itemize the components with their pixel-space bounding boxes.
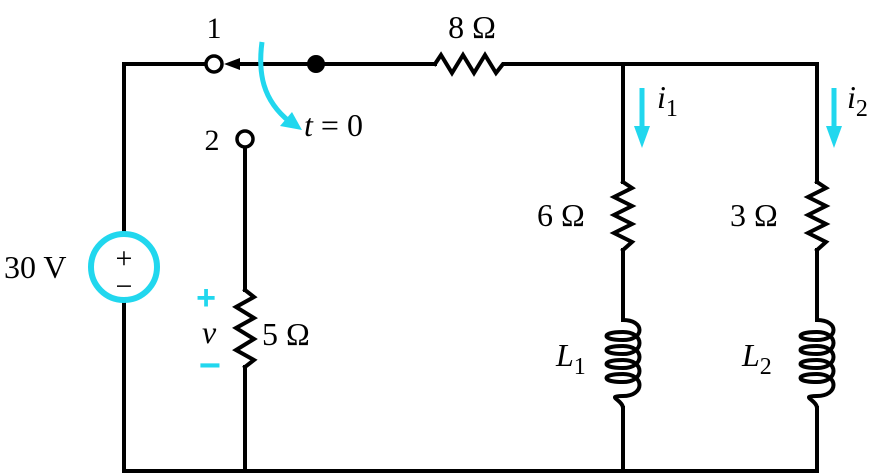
- i1-label: i1: [657, 79, 678, 122]
- resistor-5-ohm-label: 5 Ω: [262, 316, 310, 352]
- v-polarity: + −: [196, 279, 221, 387]
- switch-time-var: t: [304, 107, 314, 143]
- switch-position-2-label: 2: [205, 124, 220, 157]
- resistor-3-ohm: [803, 179, 831, 253]
- current-arrows: [634, 88, 842, 148]
- source-minus-sign: −: [116, 270, 133, 303]
- l1-var: L: [555, 337, 574, 373]
- wires: [122, 62, 819, 473]
- source-circle: [88, 231, 160, 303]
- v-minus-sign: −: [199, 345, 221, 387]
- resistor-8-ohm-label: 8 Ω: [448, 9, 496, 45]
- switch: [204, 41, 325, 149]
- resistor-5-ohm: [232, 287, 258, 370]
- source-plus-sign: +: [116, 242, 133, 275]
- switch-action-arrow: [258, 41, 292, 124]
- switch-position-1-label: 1: [207, 12, 222, 45]
- i2-var: i: [847, 79, 856, 115]
- source-value-label: 30 V: [4, 249, 67, 285]
- voltage-source: [88, 231, 160, 303]
- inductor-l2: [798, 317, 836, 411]
- i2-label: i2: [847, 79, 868, 122]
- switch-time-rest: = 0: [313, 107, 363, 143]
- l2-sub: 2: [760, 354, 772, 380]
- i2-arrow-head: [826, 126, 842, 148]
- resistor-3-ohm-label: 3 Ω: [730, 197, 778, 233]
- switch-time-label: t = 0: [304, 107, 363, 143]
- l1-sub: 1: [574, 354, 586, 380]
- switch-action-arrowhead: [280, 112, 302, 130]
- l1-label: L1: [555, 337, 586, 380]
- i2-sub: 2: [856, 96, 868, 122]
- switch-terminal-2: [235, 129, 255, 149]
- resistor-6-ohm: [609, 179, 637, 253]
- switch-blade-arrowhead: [224, 58, 240, 70]
- resistor-6-ohm-label: 6 Ω: [537, 197, 585, 233]
- resistor-8-ohm: [432, 51, 511, 77]
- i1-var: i: [657, 79, 666, 115]
- i1-sub: 1: [666, 96, 678, 122]
- l2-label: L2: [741, 337, 772, 380]
- voltage-v-label: v: [202, 314, 217, 350]
- switch-terminal-1: [204, 54, 224, 74]
- i1-arrow-head: [634, 126, 650, 148]
- v-plus-sign: +: [196, 279, 216, 317]
- inductor-l1: [604, 317, 642, 411]
- l2-var: L: [741, 337, 760, 373]
